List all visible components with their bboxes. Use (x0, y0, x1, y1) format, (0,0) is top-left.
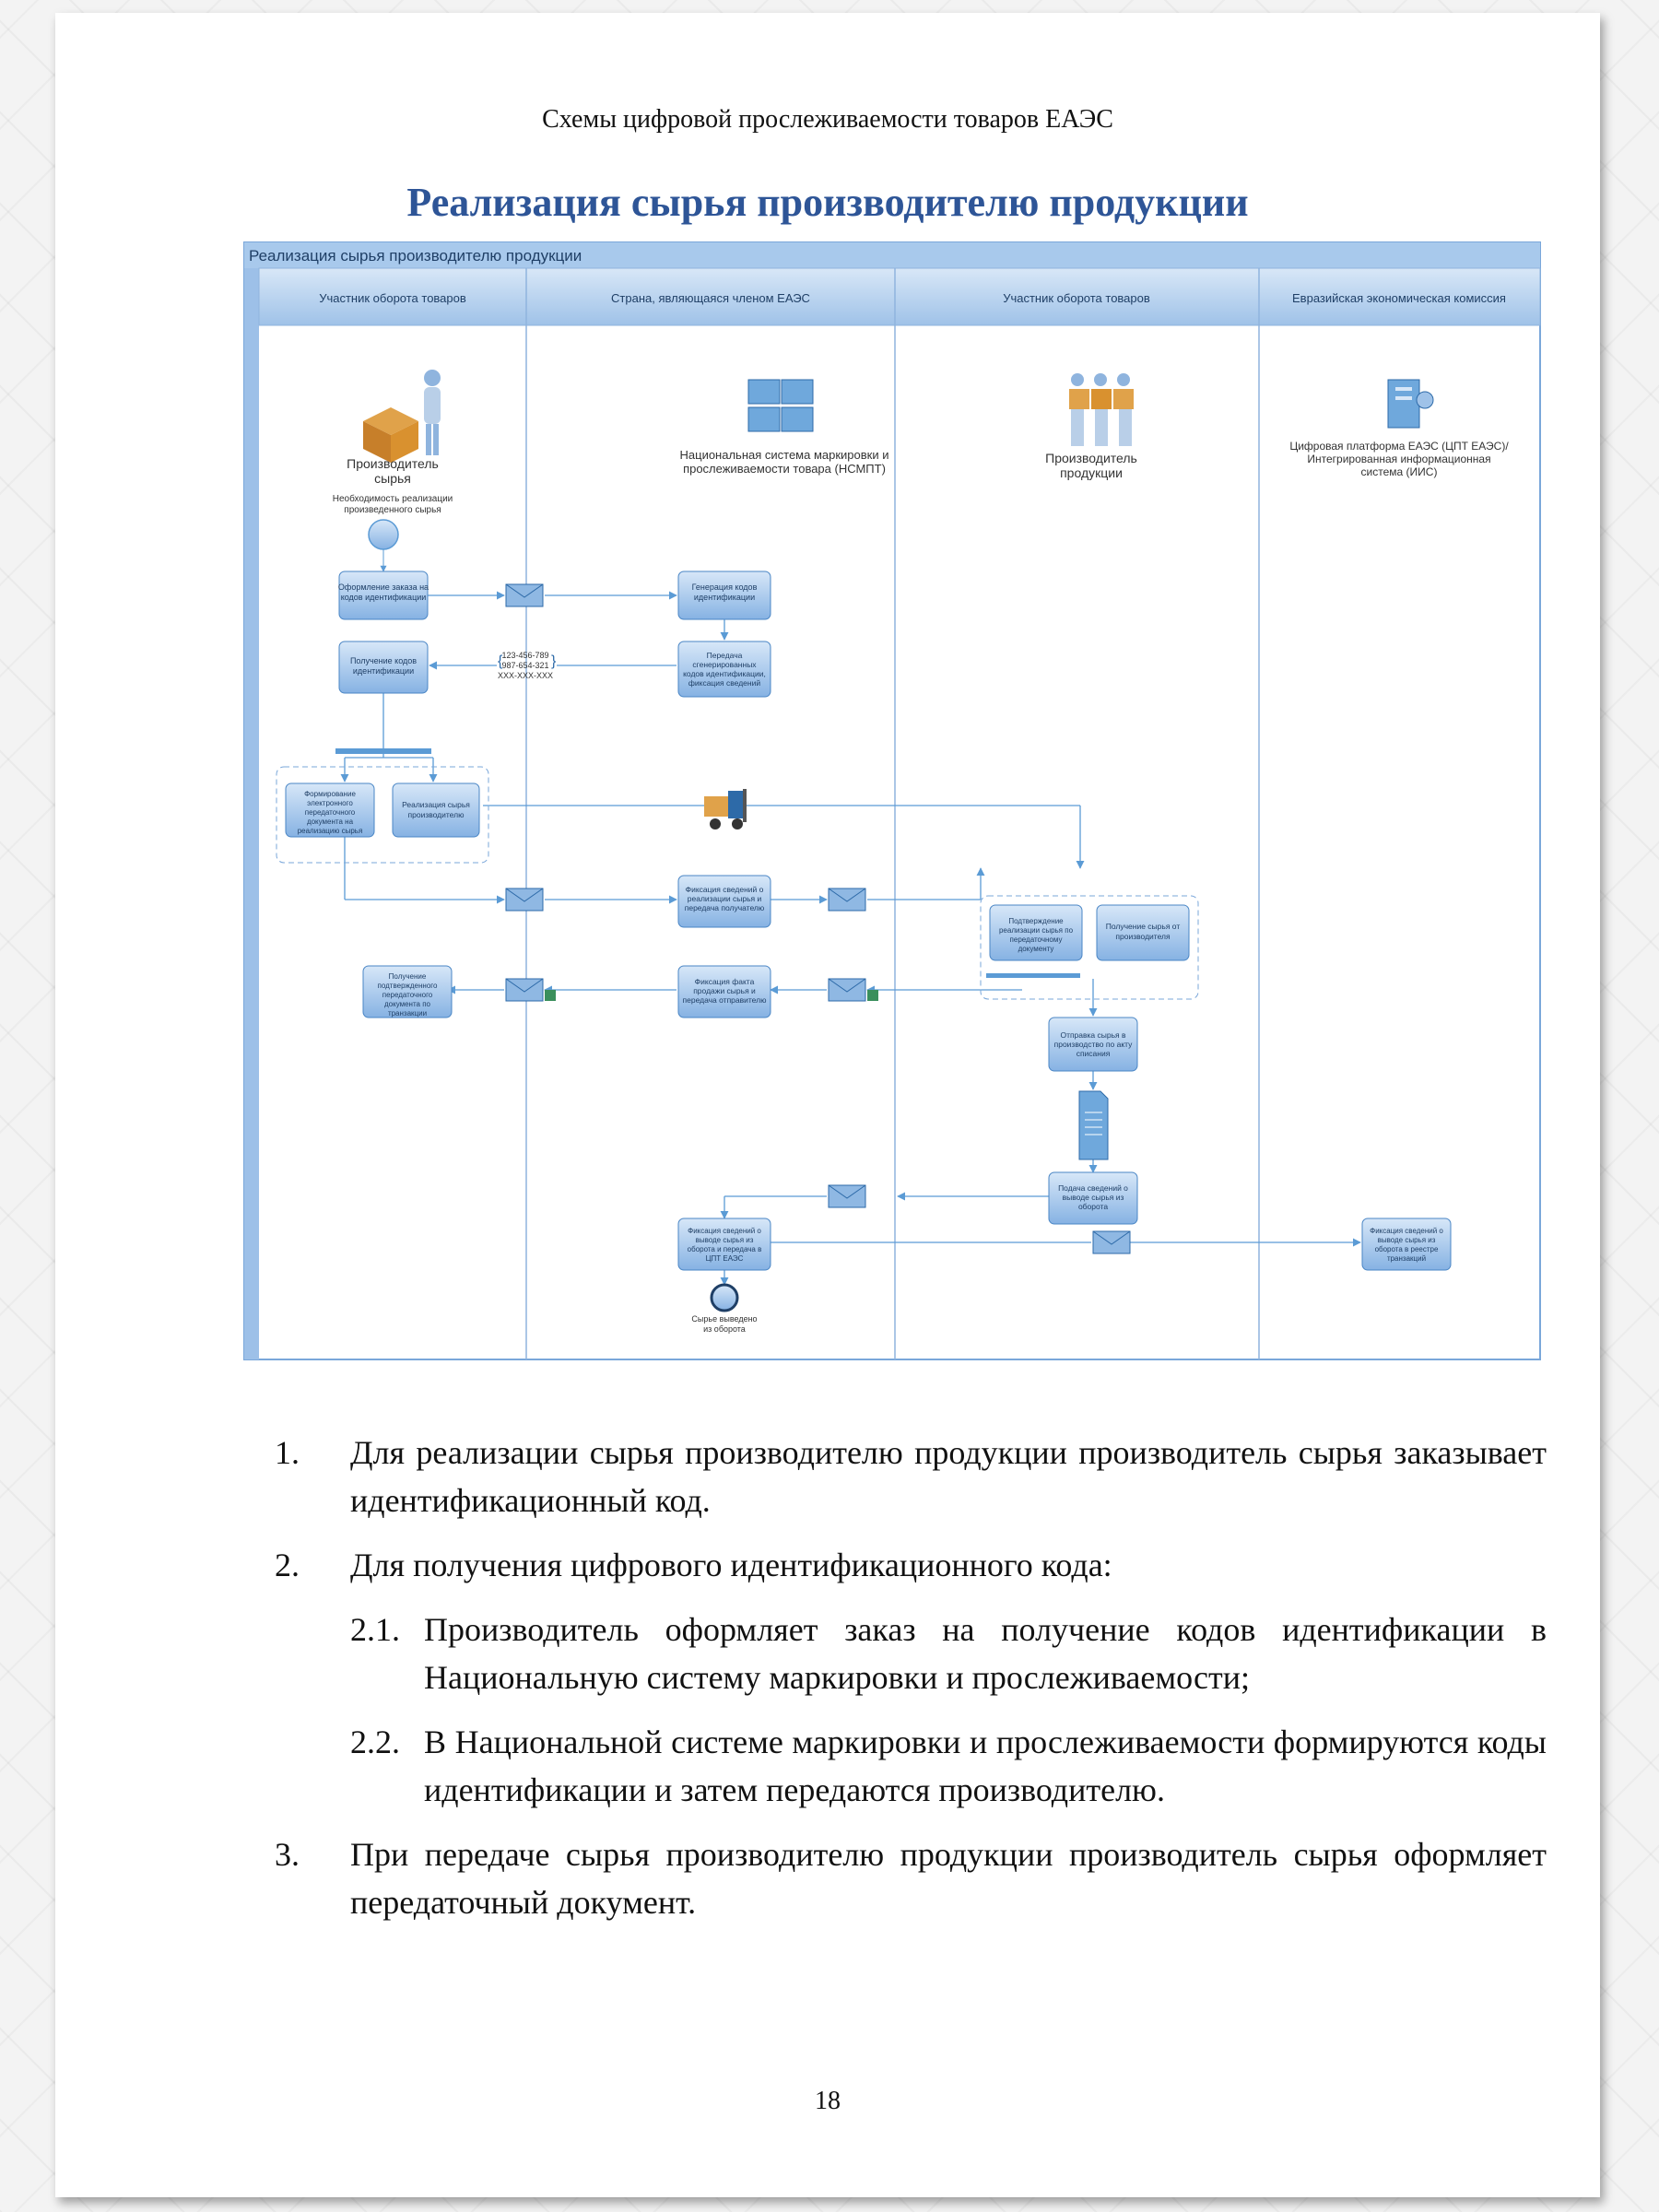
lane-label-1: Участник оборота товаров (319, 291, 466, 305)
start-event (368, 519, 399, 550)
lane-header-1 (258, 267, 527, 326)
list-item-number: 2. (275, 1547, 300, 1583)
digital-platform-label: Цифровая платформа ЕАЭС (ЦПТ ЕАЭС)/Интег… (1289, 440, 1509, 478)
list-item-text: Для получения цифрового идентификационно… (350, 1547, 1112, 1583)
code-sample: 987-654-321 (501, 661, 548, 670)
process-diagram: Реализация сырья производителю продукции… (243, 241, 1541, 1360)
parallel-group (276, 766, 489, 864)
task-fix-exit (677, 1218, 771, 1271)
pool-left-band (244, 268, 259, 1359)
code-sample: XXX-XXX-XXX (498, 671, 553, 680)
task-fix-transfer (677, 875, 771, 928)
task-get-codes (338, 641, 429, 694)
task-confirm-sale (989, 904, 1083, 961)
message-envelope-icon (828, 1184, 866, 1208)
sub-list-item-text: Производитель оформляет заказ на получен… (424, 1611, 1547, 1696)
list-item-number: 3. (275, 1836, 300, 1873)
message-envelope-icon (505, 583, 544, 607)
task-submit-exit (1048, 1171, 1138, 1225)
message-envelope-icon (1092, 1230, 1131, 1254)
task-get-confirm (362, 965, 453, 1018)
task-form-edoc (285, 782, 375, 838)
raw-producer-icon (363, 370, 441, 463)
message-envelope-icon (505, 978, 556, 1002)
sub-list-item: 2.2. В Национальной системе маркировки и… (350, 1718, 1547, 1814)
numbered-list: 1. Для реализации сырья производителю пр… (275, 1429, 1547, 1943)
message-envelope-icon (505, 888, 544, 912)
page-number: 18 (815, 2087, 841, 2115)
list-item: 2. Для получения цифрового идентификацио… (275, 1541, 1547, 1589)
sub-list-item-text: В Национальной системе маркировки и прос… (424, 1724, 1547, 1808)
list-item-text: Для реализации сырья производителю проду… (350, 1434, 1547, 1519)
pool-title-bar (244, 242, 1540, 268)
list-item: 1. Для реализации сырья производителю пр… (275, 1429, 1547, 1524)
lane-header-3 (894, 267, 1260, 326)
pool-title: Реализация сырья производителю продукции (249, 247, 582, 265)
digital-platform-server-icon (1387, 379, 1434, 429)
task-sell-raw (392, 782, 480, 838)
parallel-group (980, 895, 1199, 1000)
code-sample: 123-456-789 (501, 651, 548, 660)
join-bar (986, 973, 1080, 978)
product-producer-icon (1069, 373, 1134, 446)
lane-label-4: Евразийская экономическая комиссия (1292, 291, 1506, 305)
svg-text:{: { (498, 653, 503, 669)
lane-label-2: Страна, являющаяся членом ЕАЭС (611, 291, 810, 305)
list-item-text: При передаче сырья производителю продукц… (350, 1836, 1547, 1921)
lane-header-2 (525, 267, 896, 326)
message-envelope-icon (828, 978, 878, 1002)
task-fix-registry (1361, 1218, 1452, 1271)
sub-list-item: 2.1. Производитель оформляет заказ на по… (350, 1606, 1547, 1701)
end-event (710, 1283, 739, 1312)
nsmpt-database-icon (747, 379, 814, 432)
page-title: Реализация сырья производителю продукции (406, 180, 1249, 225)
message-envelope-icon (828, 888, 866, 912)
task-send-to-production (1048, 1017, 1138, 1072)
fork-bar (335, 748, 431, 754)
list-item: 3. При передаче сырья производителю прод… (275, 1830, 1547, 1926)
sub-list-item-number: 2.2. (350, 1724, 400, 1760)
sub-list-item-number: 2.1. (350, 1611, 400, 1648)
task-receive-raw (1096, 904, 1190, 961)
task-fix-sale-fact (677, 965, 771, 1018)
task-transfer-codes (677, 641, 771, 698)
task-order-codes (338, 571, 429, 620)
svg-text:}: } (551, 653, 557, 669)
lane-header-4 (1258, 267, 1541, 326)
codes-sample: { } (498, 653, 557, 669)
forklift-icon (704, 789, 747, 830)
document-icon (1078, 1090, 1109, 1160)
lane-label-3: Участник оборота товаров (1003, 291, 1150, 305)
list-item-number: 1. (275, 1434, 300, 1471)
document-page: Схемы цифровой прослеживаемости товаров … (55, 13, 1600, 2197)
flow-lines (340, 591, 1361, 1286)
running-header: Схемы цифровой прослеживаемости товаров … (542, 105, 1113, 134)
task-gen-codes (677, 571, 771, 620)
